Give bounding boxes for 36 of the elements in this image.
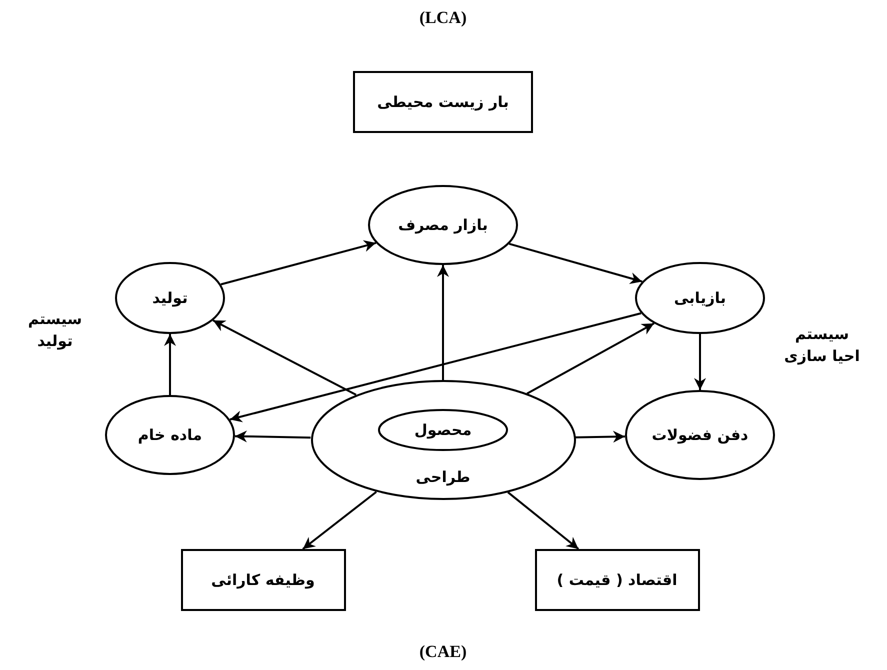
arrow [220, 240, 376, 286]
arrow [526, 322, 654, 394]
node-label: اقتصاد ( قیمت ) [556, 571, 678, 589]
caption: (CAE) [419, 642, 467, 662]
arrow [508, 242, 642, 284]
ellipse-node [625, 390, 775, 480]
text-box [353, 71, 533, 133]
ellipse-node [105, 395, 235, 475]
ellipse-node [310, 380, 576, 500]
text-box [534, 549, 700, 611]
node-label: تولید [152, 289, 188, 307]
arrow [507, 492, 580, 550]
side-label: سیستم تولید [26, 309, 84, 352]
arrow [694, 334, 706, 390]
text-box [180, 549, 346, 611]
node-label: محصول [414, 421, 472, 439]
node-label: وظیفه کارائی [211, 571, 315, 589]
ellipse-node [368, 185, 518, 265]
node-label: بازیابی [674, 289, 726, 307]
node-label: طراحی [416, 468, 470, 486]
arrow [164, 334, 176, 395]
arrow [230, 312, 642, 422]
ellipse-node [378, 409, 508, 451]
arrow [575, 430, 626, 443]
node-label: دفن فضولات [652, 426, 748, 444]
arrow [234, 430, 311, 442]
node-label: بازار مصرف [398, 216, 488, 234]
arrow [212, 320, 356, 396]
node-label: ماده خام [138, 426, 202, 444]
ellipse-node [115, 262, 225, 334]
side-label: سیستم احیا سازی [783, 324, 861, 367]
arrow [437, 265, 449, 380]
title: (LCA) [419, 8, 467, 28]
node-label: بار زیست محیطی [377, 93, 509, 111]
arrow [302, 491, 377, 550]
ellipse-node [635, 262, 765, 334]
